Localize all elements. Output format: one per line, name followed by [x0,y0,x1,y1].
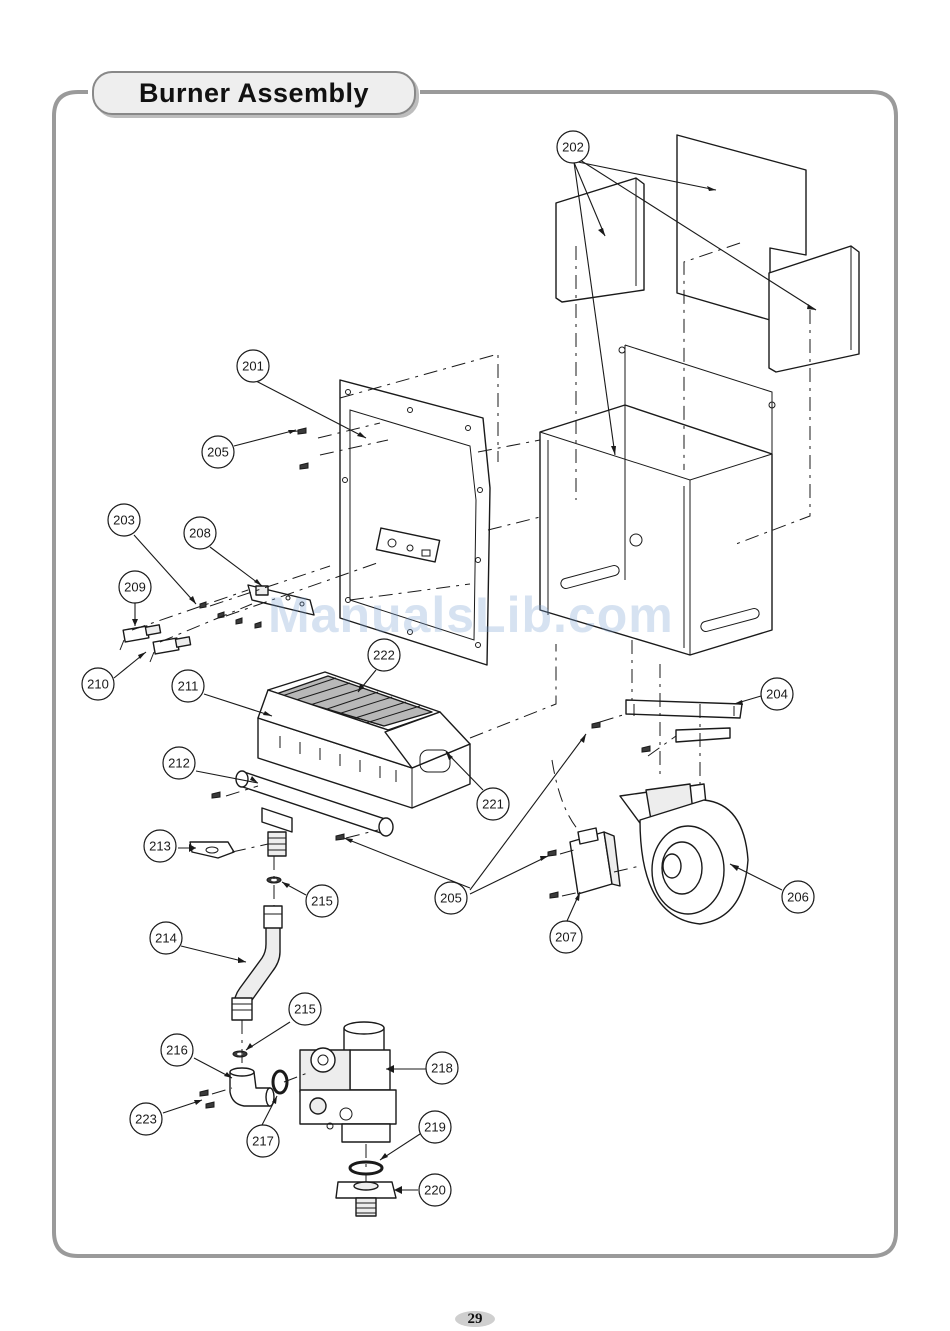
callout-206: 206 [782,881,814,913]
callout-208: 208 [184,517,216,549]
fan-bracket [626,700,742,742]
callout-218: 218 [426,1052,458,1084]
callout-label: 218 [431,1061,453,1076]
callout-207: 207 [550,921,582,953]
control-module [570,828,620,894]
gas-pipe [232,906,282,1020]
callout-211: 211 [172,670,204,702]
callout-214: 214 [150,922,182,954]
callout-label: 207 [555,930,577,945]
gasket-plate [190,842,234,858]
combustion-chamber [540,345,775,655]
callout-label: 208 [189,526,211,541]
callout-210: 210 [82,668,114,700]
callout-label: 205 [207,445,229,460]
callout-202: 202 [557,131,589,163]
callout-212: 212 [163,747,195,779]
callout-label: 219 [424,1120,446,1135]
callout-label: 222 [373,648,395,663]
callout-label: 221 [482,797,504,812]
callout-222: 222 [368,639,400,671]
callout-label: 206 [787,890,809,905]
callout-217: 217 [247,1125,279,1157]
elbow-fitting [230,1068,274,1106]
callout-label: 210 [87,677,109,692]
callout-221: 221 [477,788,509,820]
callout-203: 203 [108,504,140,536]
page-footer: 29 [455,1308,495,1330]
callout-220: 220 [419,1174,451,1206]
page-title: Burner Assembly [139,78,369,109]
callout-209: 209 [119,571,151,603]
callout-204: 204 [761,678,793,710]
callout-label: 213 [149,839,171,854]
page-number: 29 [468,1311,483,1328]
blower-fan [620,784,748,924]
inlet-fitting [336,1182,396,1216]
inlet-seal [350,1162,382,1174]
callout-205: 205 [435,882,467,914]
leader-lines [114,160,816,1190]
callout-label: 217 [252,1134,274,1149]
callout-label: 214 [155,931,177,946]
callout-label: 203 [113,513,135,528]
gas-valve [300,1022,396,1142]
electrode-bracket [248,585,314,615]
arrow-heads [132,186,816,1194]
front-cover-plate [340,380,490,665]
ignition-electrodes [120,625,191,662]
callout-label: 209 [124,580,146,595]
callout-223: 223 [130,1103,162,1135]
callout-216: 216 [161,1034,193,1066]
section-title-tab: Burner Assembly [92,71,416,115]
callout-label: 215 [294,1002,316,1017]
callout-label: 204 [766,687,788,702]
callout-label: 201 [242,359,264,374]
callout-215: 215 [289,993,321,1025]
callout-label: 202 [562,140,584,155]
callout-label: 215 [311,894,333,909]
callout-205: 205 [202,436,234,468]
callout-label: 220 [424,1183,446,1198]
callout-215: 215 [306,885,338,917]
callout-201: 201 [237,350,269,382]
callout-label: 223 [135,1112,157,1127]
callout-213: 213 [144,830,176,862]
callout-label: 211 [178,679,199,694]
callout-label: 205 [440,891,462,906]
callout-219: 219 [419,1111,451,1143]
callout-label: 216 [166,1043,188,1058]
callout-label: 212 [168,756,190,771]
